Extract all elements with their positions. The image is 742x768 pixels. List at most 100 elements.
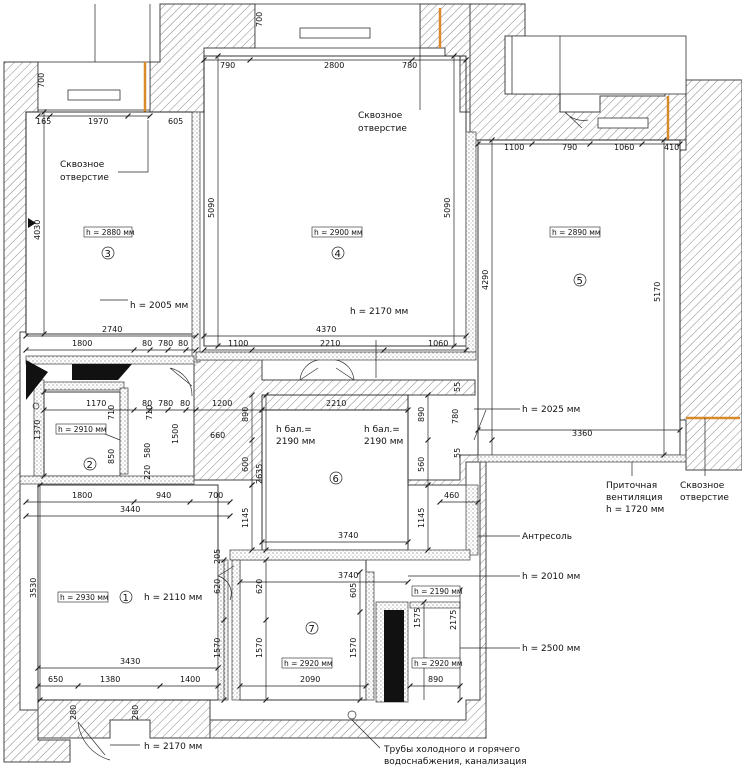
dimension-tick	[37, 482, 43, 488]
dim-r4-4370: 4370	[316, 325, 336, 334]
dim-r6-55a: 55	[453, 382, 462, 392]
dimension-tick	[227, 499, 233, 505]
vent-block-1	[26, 360, 48, 400]
leader-hole-1	[118, 120, 149, 173]
dimension-tick	[221, 557, 227, 563]
dim-r2-580: 580	[143, 443, 152, 458]
dim-c-780b: 780	[158, 399, 173, 408]
height-boxes: h = 2880 мм h = 2900 мм h = 2890 мм h = …	[55, 226, 601, 669]
dim-top-700: 700	[255, 12, 264, 27]
dim-b-3440: 3440	[120, 505, 140, 514]
window-room-3	[37, 61, 151, 111]
dim-r6-890b: 890	[417, 407, 426, 422]
dim-r1-1400: 1400	[180, 675, 200, 684]
dimension-tick	[409, 57, 415, 63]
partition-r3-bottom	[25, 355, 195, 365]
room-4-circle	[331, 246, 345, 260]
dimension-tick	[451, 343, 457, 349]
dim-r3-700: 700	[37, 73, 46, 88]
dim-r1-280b: 280	[131, 705, 140, 720]
partition-r5-bottom	[477, 454, 687, 463]
dimension-tick	[237, 579, 243, 585]
dimension-labels: 700 700 165 1970 605 4030 2740 790 2800 …	[29, 12, 679, 720]
dim-r4-1100: 1100	[228, 339, 248, 348]
dimension-tick	[357, 609, 363, 615]
dimension-tick	[147, 113, 153, 119]
dim-r3-165: 165	[36, 117, 51, 126]
dimension-tick	[201, 333, 207, 339]
dimension-tick	[221, 617, 227, 623]
dimension-tick	[425, 392, 431, 398]
dim-r5-410: 410	[664, 143, 679, 152]
dimension-tick	[157, 683, 163, 689]
dim-b-1145a: 1145	[241, 508, 250, 528]
dim-r1-1570c: 1570	[349, 638, 358, 658]
dimension-tick	[147, 347, 153, 353]
dim-r2-850: 850	[107, 449, 116, 464]
wall-right	[679, 79, 742, 471]
dimension-tick	[183, 347, 189, 353]
dim-b-940: 940	[156, 491, 171, 500]
leader-lines	[94, 4, 706, 749]
partition-bath-2	[409, 601, 461, 609]
hbox-room-1: h = 2930 мм	[60, 593, 109, 602]
dim-r1-280a: 280	[69, 705, 78, 720]
through-hole-3-line2: отверстие	[680, 493, 729, 503]
dimension-tick	[407, 683, 413, 689]
dimension-tick	[227, 513, 233, 519]
dim-r1-1380: 1380	[100, 675, 120, 684]
room-7-circle	[305, 621, 319, 635]
dim-r2-220: 220	[143, 465, 152, 480]
doors	[32, 111, 589, 761]
dim-r6-780: 780	[451, 409, 460, 424]
room-2-circle	[83, 457, 97, 471]
dim-r1-1570b: 1570	[255, 638, 264, 658]
hbox-room-3: h = 2880 мм	[86, 228, 135, 237]
dimension-tick	[249, 347, 255, 353]
hbox-room-1-frame	[57, 591, 109, 603]
dimension-tick	[237, 683, 243, 689]
dim-r4-5090b: 5090	[443, 198, 452, 218]
partition-r7-left	[231, 559, 241, 701]
dimension-tick	[263, 617, 269, 623]
dim-r6-600: 600	[241, 457, 250, 472]
dim-r5-1060: 1060	[614, 143, 634, 152]
dimension-tick	[193, 333, 199, 339]
dimension-tick	[463, 347, 469, 353]
dimension-tick	[259, 539, 265, 545]
hbox-room-5-frame	[549, 226, 601, 238]
leader-pipes	[351, 719, 381, 749]
dimension-tick	[475, 499, 481, 505]
dim-r4-5090a: 5090	[207, 198, 216, 218]
dimension-tick	[475, 141, 481, 147]
dim-r7-1575: 1575	[413, 608, 422, 628]
room-1-number: 1	[123, 593, 129, 604]
height-2500: h = 2500 мм	[522, 644, 580, 654]
window-room-3-sill	[67, 89, 121, 101]
room-5-number: 5	[577, 276, 583, 287]
marker-room-3	[28, 218, 36, 228]
dimension-tick	[23, 513, 29, 519]
balcony-a-line2: 2190 мм	[276, 437, 315, 447]
wall-core	[193, 359, 487, 486]
dim-r2-660: 660	[210, 431, 225, 440]
mezzanine-label: Антресоль	[522, 532, 572, 542]
dimension-tick	[187, 499, 193, 505]
dim-r4-790: 790	[220, 61, 235, 70]
hbox-room-7: h = 2920 мм	[284, 659, 333, 668]
dim-r2-1500: 1500	[171, 424, 180, 444]
dimension-tick	[183, 407, 189, 413]
hbox-room-7-frame	[281, 657, 333, 669]
dimension-tick	[425, 482, 431, 488]
dim-c-1800: 1800	[72, 339, 92, 348]
height-2170-top: h = 2170 мм	[350, 307, 408, 317]
room-2-number: 2	[87, 460, 93, 471]
dimension-tick	[41, 389, 47, 395]
dimension-tick	[451, 53, 457, 59]
dim-r2-1370: 1370	[33, 420, 42, 440]
pipes-line2: водоснабжения, канализация	[384, 757, 527, 767]
dimension-tick	[23, 333, 29, 339]
partition-r2-right	[119, 387, 129, 475]
hbox-room-4: h = 2900 мм	[314, 228, 363, 237]
